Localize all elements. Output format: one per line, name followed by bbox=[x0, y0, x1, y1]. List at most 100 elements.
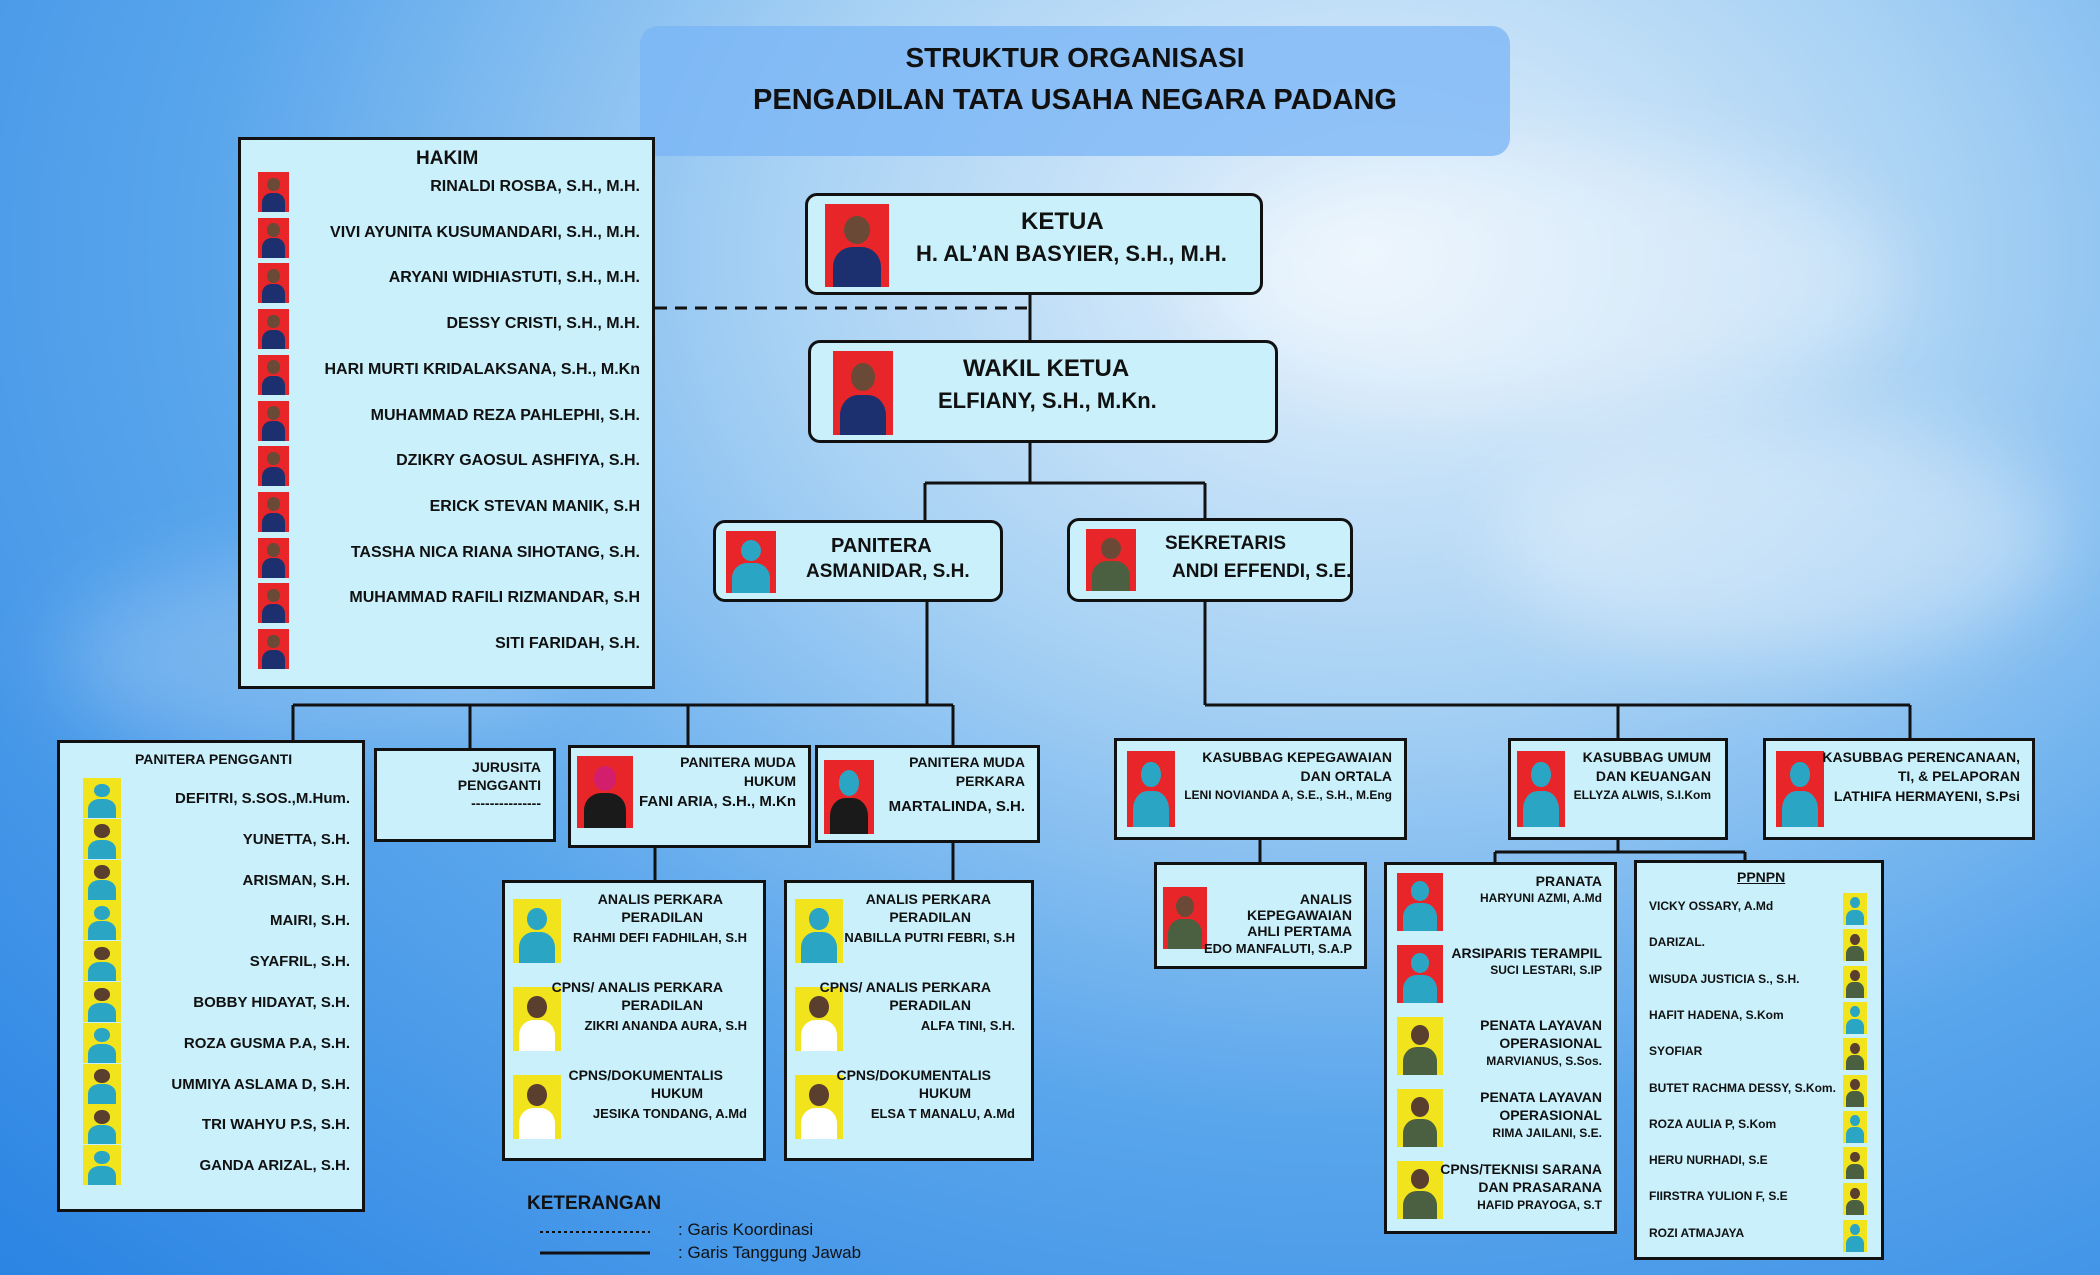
perkara_staff-name: ELSA T MANALU, A.Md bbox=[870, 1106, 1015, 1121]
ppnpn-photo bbox=[1843, 1038, 1867, 1071]
hukum_staff-title-1: CPNS/ ANALIS PERKARA bbox=[551, 979, 723, 995]
jurusita-name: --------------- bbox=[471, 795, 541, 811]
hakim-photo bbox=[258, 400, 289, 441]
hukum_staff-title-2: HUKUM bbox=[650, 1085, 703, 1101]
hakim-member-name: ERICK STEVAN MANIK, S.H bbox=[429, 497, 640, 515]
panitera-pengganti-box: PANITERA PENGGANTI DEFITRI, S.SOS.,M.Hum… bbox=[57, 740, 365, 1212]
hukum_staff-title-1: CPNS/DOKUMENTALIS bbox=[568, 1067, 723, 1083]
hukum_staff-name: RAHMI DEFI FADHILAH, S.H bbox=[572, 930, 747, 945]
pm-perkara-photo bbox=[824, 760, 874, 834]
perencanaan-box: KASUBBAG PERENCANAAN, TI, & PELAPORAN LA… bbox=[1763, 738, 2035, 840]
umum-staff-name: HARYUNI AZMI, A.Md bbox=[1480, 891, 1602, 905]
ppnpn-photo bbox=[1843, 1147, 1867, 1180]
pp-photo bbox=[83, 982, 121, 1022]
umum-staff-photo bbox=[1397, 945, 1443, 1003]
panitera-name: ASMANIDAR, S.H. bbox=[806, 561, 970, 582]
hakim-member-name: DESSY CRISTI, S.H., M.H. bbox=[446, 315, 640, 333]
ketua-box: KETUA H. AL’AN BASYIER, S.H., M.H. bbox=[805, 193, 1263, 295]
ppnpn-photo bbox=[1843, 1219, 1867, 1252]
hakim-photo bbox=[258, 583, 289, 624]
umum-staff-name: HAFID PRAYOGA, S.T bbox=[1477, 1198, 1602, 1212]
hakim-box: HAKIM RINALDI ROSBA, S.H., M.H.VIVI AYUN… bbox=[238, 137, 655, 689]
pm-perkara-box: PANITERA MUDA PERKARA MARTALINDA, S.H. bbox=[815, 745, 1040, 843]
pp-member-name: SYAFRIL, S.H. bbox=[249, 953, 350, 971]
pp-title: PANITERA PENGGANTI bbox=[135, 751, 293, 767]
jurusita-title-1: JURUSITA bbox=[472, 759, 541, 775]
perencanaan-photo bbox=[1776, 751, 1824, 827]
perkara_staff-name: NABILLA PUTRI FEBRI, S.H bbox=[844, 930, 1015, 945]
pp-member-name: BOBBY HIDAYAT, S.H. bbox=[193, 994, 350, 1011]
hakim-photo bbox=[258, 172, 289, 212]
wakil-name: ELFIANY, S.H., M.Kn. bbox=[938, 388, 1157, 413]
umum-staff-title-1: ARSIPARIS TERAMPIL bbox=[1451, 945, 1602, 961]
pp-member-name: ARISMAN, S.H. bbox=[242, 871, 350, 889]
ppnpn-member-name: BUTET RACHMA DESSY, S.Kom. bbox=[1649, 1080, 1836, 1095]
title-line-1: STRUKTUR ORGANISASI bbox=[905, 42, 1245, 73]
umum-staff-name: RIMA JAILANI, S.E. bbox=[1492, 1126, 1602, 1140]
hakim-photo bbox=[258, 217, 289, 258]
title-banner bbox=[640, 26, 1510, 156]
perkara_staff-title-1: CPNS/ ANALIS PERKARA bbox=[819, 979, 991, 995]
analis-kepeg-title-1: ANALIS bbox=[1299, 891, 1352, 907]
perkara_staff-title-2: PERADILAN bbox=[889, 997, 971, 1013]
ketua-title: KETUA bbox=[1021, 208, 1104, 235]
umum-staff-title-2: DAN PRASARANA bbox=[1478, 1179, 1602, 1195]
ppnpn-photo bbox=[1843, 929, 1867, 962]
ketua-photo bbox=[825, 204, 889, 287]
pm-perkara-title-1: PANITERA MUDA bbox=[909, 754, 1025, 770]
kepeg-name: LENI NOVIANDA A, S.E., S.H., M.Eng bbox=[1184, 788, 1392, 802]
pp-photo bbox=[83, 859, 121, 900]
sekretaris-title: SEKRETARIS bbox=[1165, 533, 1287, 554]
ppnpn-title: PPNPN bbox=[1737, 869, 1786, 885]
hakim-member-name: RINALDI ROSBA, S.H., M.H. bbox=[430, 178, 640, 195]
hakim-photo bbox=[258, 491, 289, 532]
perkara_staff-title-1: CPNS/DOKUMENTALIS bbox=[836, 1067, 991, 1083]
perkara_staff-title-2: PERADILAN bbox=[889, 909, 971, 925]
hakim-photo bbox=[258, 446, 289, 487]
pp-member-name: MAIRI, S.H. bbox=[269, 912, 350, 930]
umum-staff-photo bbox=[1397, 1017, 1443, 1075]
panitera-box: PANITERA ASMANIDAR, S.H. bbox=[713, 520, 1003, 602]
umum-staff-title-2: OPERASIONAL bbox=[1499, 1035, 1602, 1051]
hakim-photo bbox=[258, 309, 289, 350]
ppnpn-photo bbox=[1843, 1183, 1867, 1216]
ppnpn-member-name: VICKY OSSARY, A.Md bbox=[1649, 899, 1774, 913]
pp-photo bbox=[83, 1022, 121, 1063]
pp-photo bbox=[83, 1104, 121, 1145]
pm-hukum-box: PANITERA MUDA HUKUM FANI ARIA, S.H., M.K… bbox=[568, 745, 811, 848]
pp-photo bbox=[83, 778, 121, 818]
umum-name: ELLYZA ALWIS, S.I.Kom bbox=[1573, 788, 1711, 802]
umum-staff-title-2: OPERASIONAL bbox=[1499, 1107, 1602, 1123]
sekretaris-photo bbox=[1086, 529, 1136, 591]
hakim-member-name: HARI MURTI KRIDALAKSANA, S.H., M.Kn bbox=[324, 360, 640, 378]
umum-title-2: DAN KEUANGAN bbox=[1595, 768, 1711, 784]
umum-staff-title-1: PENATA LAYAVAN bbox=[1480, 1017, 1602, 1033]
legend-dotted-label: : Garis Koordinasi bbox=[678, 1220, 814, 1239]
hakim-member-name: VIVI AYUNITA KUSUMANDARI, S.H., M.H. bbox=[330, 223, 640, 241]
hakim-member-name: SITI FARIDAH, S.H. bbox=[495, 635, 640, 652]
pp-photo bbox=[83, 1063, 121, 1104]
hukum_staff-name: JESIKA TONDANG, A.Md bbox=[592, 1106, 747, 1121]
sekretaris-box: SEKRETARIS ANDI EFFENDI, S.E. bbox=[1067, 518, 1353, 602]
kepeg-photo bbox=[1127, 751, 1175, 827]
ppnpn-member-name: SYOFIAR bbox=[1649, 1044, 1703, 1059]
hakim-member-name: DZIKRY GAOSUL ASHFIYA, S.H. bbox=[396, 452, 640, 470]
umum-title-1: KASUBBAG UMUM bbox=[1582, 749, 1711, 765]
pp-member-name: DEFITRI, S.SOS.,M.Hum. bbox=[174, 790, 350, 807]
wakil-box: WAKIL KETUA ELFIANY, S.H., M.Kn. bbox=[808, 340, 1278, 443]
ppnpn-photo bbox=[1843, 1001, 1867, 1034]
pp-member-name: ROZA GUSMA P.A, S.H. bbox=[183, 1034, 350, 1052]
umum-staff-title-1: CPNS/TEKNISI SARANA bbox=[1440, 1161, 1602, 1177]
ketua-name: H. AL’AN BASYIER, S.H., M.H. bbox=[916, 241, 1227, 266]
ppnpn-photo bbox=[1843, 1074, 1867, 1107]
pp-photo bbox=[83, 941, 121, 982]
panitera-photo bbox=[726, 531, 776, 593]
legend-title: KETERANGAN bbox=[527, 1193, 662, 1214]
hakim-photo bbox=[258, 354, 289, 395]
wakil-photo bbox=[833, 351, 893, 435]
hakim-member-name: MUHAMMAD RAFILI RIZMANDAR, S.H bbox=[349, 589, 640, 607]
